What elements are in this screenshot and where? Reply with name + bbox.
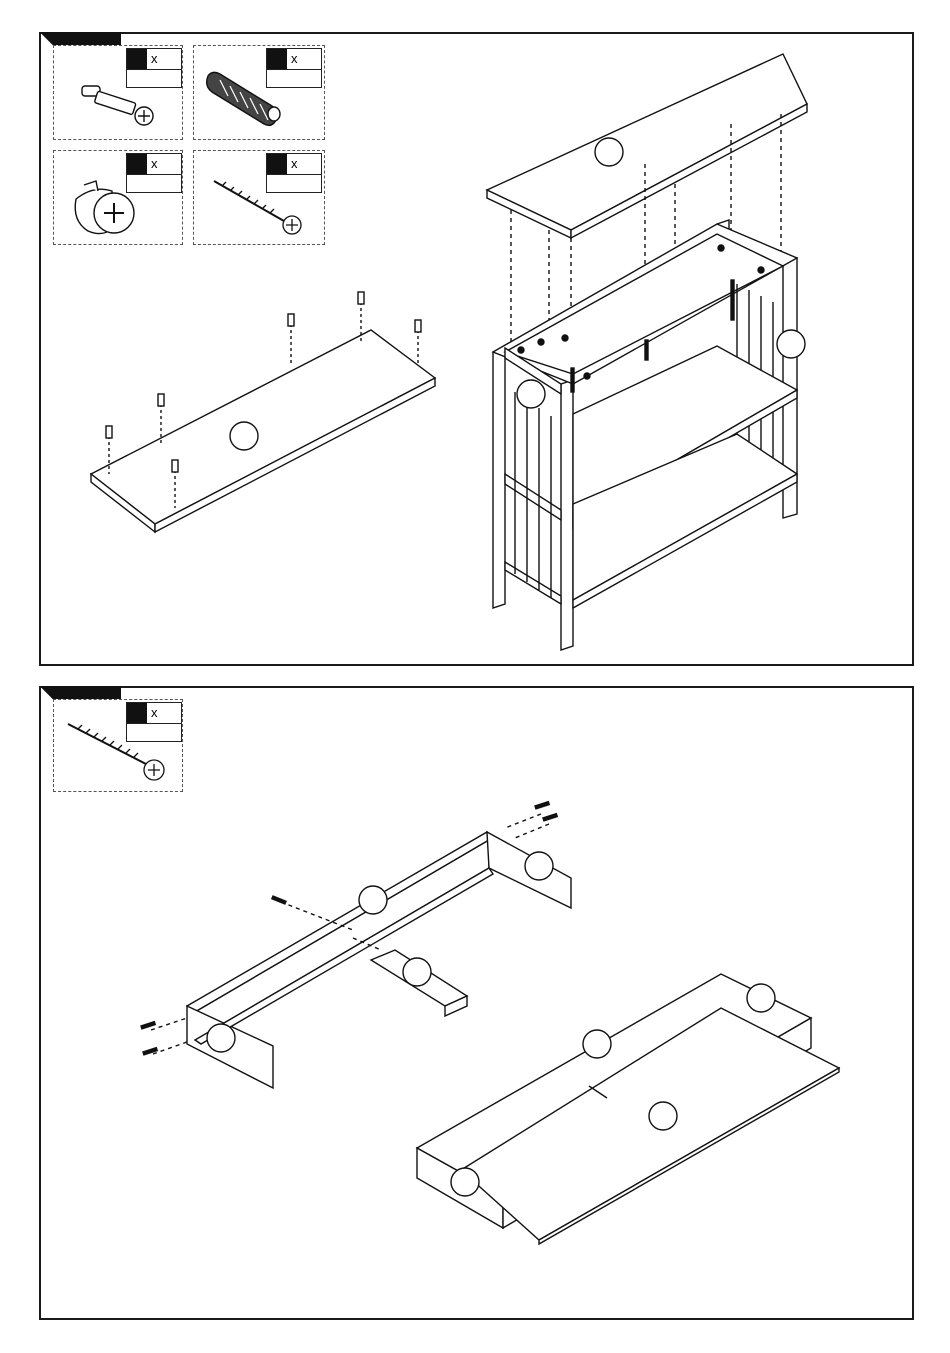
assembled-base [417, 974, 839, 1244]
step-2-panel: x [39, 686, 914, 1320]
step-1-illustration [41, 34, 912, 664]
bookcase-frame [493, 220, 805, 650]
step-2-illustration [41, 688, 912, 1318]
top-board [487, 54, 807, 238]
shelf-board-left [91, 330, 435, 532]
center-brace [371, 950, 467, 1016]
step-1-panel: x x x [39, 32, 914, 666]
